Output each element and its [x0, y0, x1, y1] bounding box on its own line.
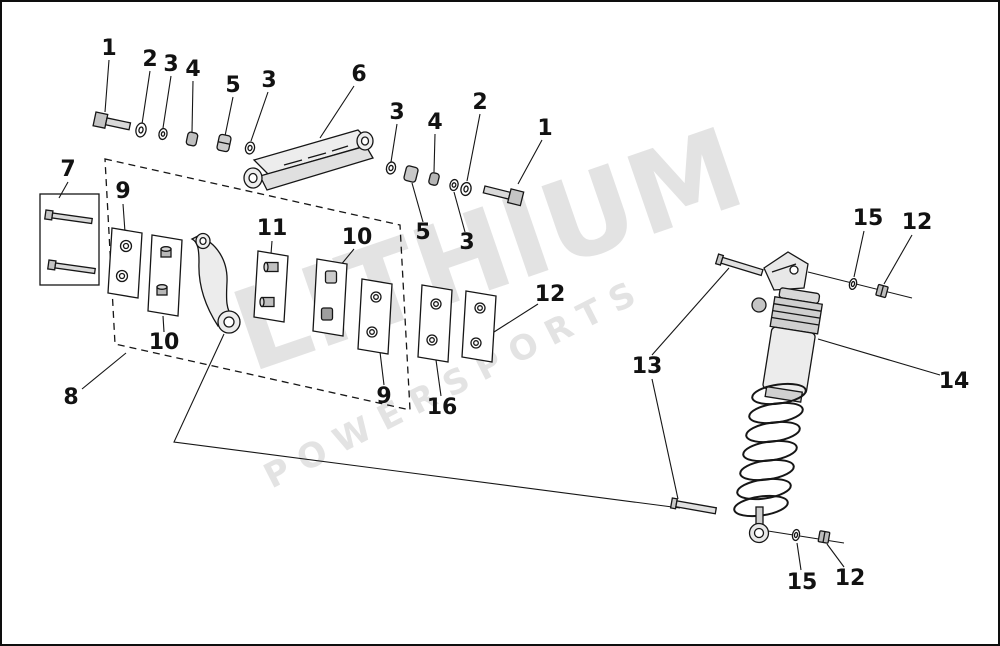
part-10-plate [147, 234, 183, 317]
rocker-arm [190, 232, 241, 334]
callout-8: 8 [63, 385, 79, 410]
callout-1: 1 [537, 116, 553, 141]
callout-6: 6 [351, 62, 367, 87]
part-12-nut-bottom [817, 530, 831, 544]
part-15-washer-bottom [791, 528, 801, 542]
callout-11: 11 [256, 216, 288, 241]
part-1-bolt [92, 111, 132, 131]
part-15-washer-top [848, 277, 858, 291]
callout-3: 3 [389, 100, 405, 125]
callout-3: 3 [459, 230, 475, 255]
part-13-bolt-top [714, 253, 764, 277]
callout-9: 9 [115, 179, 131, 204]
part-3-washer [385, 161, 397, 175]
part-6-linkage-arm [243, 129, 374, 191]
part-12-plate [461, 290, 497, 363]
part-16-plate [417, 284, 453, 363]
part-12-nut-top [875, 283, 889, 299]
callout-3: 3 [163, 52, 179, 77]
callout-10: 10 [341, 225, 373, 250]
callout-12: 12 [901, 210, 933, 235]
part-11-plate [253, 250, 289, 323]
callout-15: 15 [786, 570, 818, 595]
callout-14: 14 [938, 369, 970, 394]
callout-13: 13 [631, 354, 663, 379]
callout-1: 1 [101, 36, 117, 61]
callout-15: 15 [852, 206, 884, 231]
callout-9: 9 [376, 384, 392, 409]
callout-2: 2 [142, 47, 158, 72]
part-5-bushing [403, 165, 419, 183]
part-1-bolt [482, 185, 525, 207]
callout-3: 3 [261, 68, 277, 93]
callout-2: 2 [472, 90, 488, 115]
part-3-washer [449, 178, 459, 192]
callout-4: 4 [185, 57, 201, 82]
part-4-spacer [428, 172, 440, 186]
callout-4: 4 [427, 110, 443, 135]
callout-12: 12 [534, 282, 566, 307]
callout-16: 16 [426, 395, 458, 420]
part-5-bushing [216, 133, 232, 153]
callout-5: 5 [415, 220, 431, 245]
callout-10: 10 [148, 330, 180, 355]
part-13-bolt-bottom [669, 497, 718, 515]
part-14-shock-absorber [669, 251, 913, 544]
callout-12: 12 [834, 566, 866, 591]
part-9-plate [357, 278, 393, 355]
part-2-washer [460, 181, 472, 197]
part-2-washer [135, 122, 147, 138]
callout-7: 7 [60, 157, 76, 182]
part-10-plate [312, 258, 348, 337]
callout-5: 5 [225, 73, 241, 98]
coil-spring [733, 382, 807, 518]
part-3-washer [158, 127, 168, 141]
part-7-bolt-kit [39, 193, 100, 286]
part-9-plate [107, 227, 143, 299]
part-4-spacer [185, 131, 199, 147]
part-3-washer [244, 141, 256, 155]
